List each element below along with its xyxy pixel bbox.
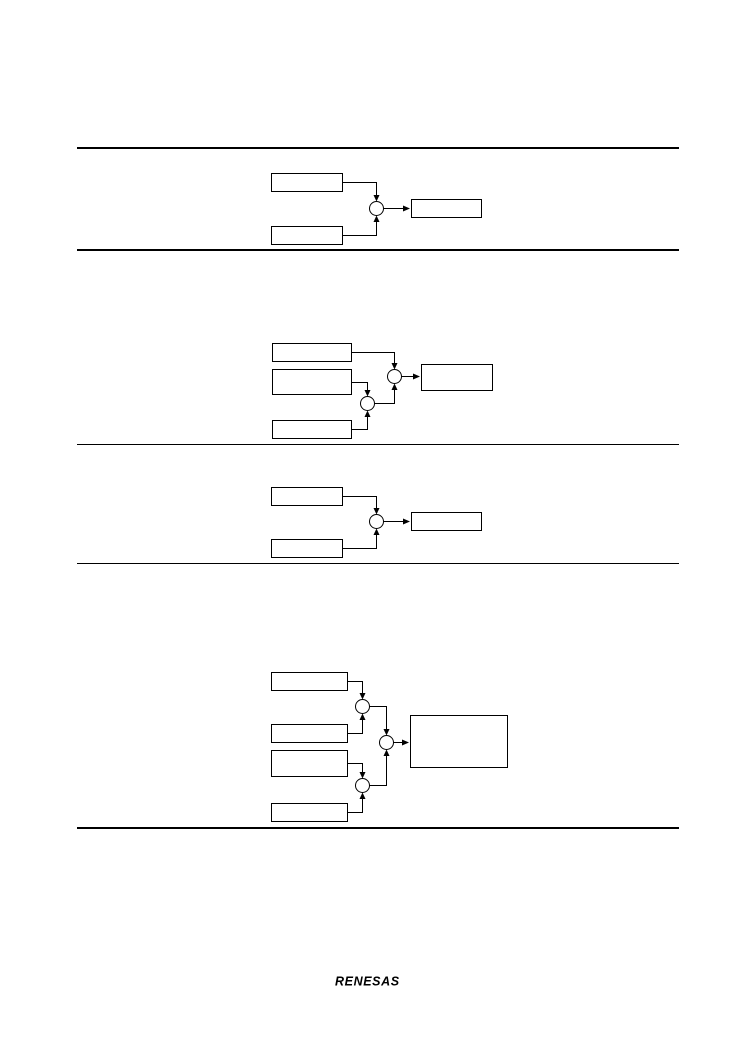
diagram-1-wire-b	[342, 221, 377, 236]
diagram-4-arrowhead-upper-to-middle	[383, 729, 390, 736]
diagram-3-junction-node	[369, 514, 384, 529]
diagram-2-output-box	[421, 364, 493, 391]
diagram-3-wire-a	[342, 496, 377, 509]
renesas-logo-text: RENESAS	[335, 975, 400, 989]
diagram-2-input-box-c	[272, 420, 352, 439]
diagram-2	[272, 343, 493, 439]
diagram-2-arrowhead-c	[364, 410, 371, 417]
diagram-1-junction-node	[369, 201, 384, 216]
diagram-2-wire-c	[351, 416, 368, 430]
diagram-4-arrowhead-c	[359, 772, 366, 779]
renesas-logo: RENESAS	[334, 973, 424, 989]
diagram-2-wire-b	[351, 382, 368, 391]
diagram-4-wire-a	[347, 681, 363, 694]
diagram-4-junction-node-lower	[355, 778, 370, 793]
diagram-1-input-box-a	[271, 173, 343, 192]
diagram-4-output-box	[410, 715, 508, 768]
diagram-4-wire-upper-to-middle	[369, 706, 387, 730]
diagram-4-wire-lower-to-middle	[369, 755, 387, 786]
diagram-1-input-box-b	[271, 226, 343, 245]
diagram-2-input-box-b	[272, 369, 352, 395]
diagram-2-wire-mid	[374, 389, 395, 404]
diagram-4-input-box-c	[271, 750, 348, 777]
diagram-1-wire-a	[342, 182, 377, 196]
diagram-2-junction-node-upper	[387, 369, 402, 384]
diagram-3-arrowhead-out	[403, 518, 410, 525]
diagram-2-arrowhead-mid	[391, 383, 398, 390]
diagram-4	[271, 672, 508, 822]
diagram-1-arrowhead-b	[373, 215, 380, 222]
diagram-4-wire-c	[347, 763, 363, 773]
diagram-3-input-box-b	[271, 539, 343, 558]
row-3-bottom-rule	[77, 563, 679, 564]
diagram-4-junction-node-upper	[355, 699, 370, 714]
diagram-2-wire-a	[351, 352, 395, 364]
diagram-2-arrowhead-a	[391, 363, 398, 370]
diagram-4-arrowhead-b	[359, 713, 366, 720]
diagram-1-arrowhead-a	[373, 195, 380, 202]
diagram-4-arrowhead-d	[359, 792, 366, 799]
diagram-2-input-box-a	[272, 343, 352, 362]
diagram-3-arrowhead-b	[373, 528, 380, 535]
diagram-1	[271, 173, 482, 245]
diagram-3-input-box-a	[271, 487, 343, 506]
diagram-4-wire-d	[347, 798, 363, 813]
diagram-4-arrowhead-a	[359, 693, 366, 700]
diagram-4-arrowhead-out	[402, 739, 409, 746]
diagram-1-output-box	[411, 199, 482, 218]
diagram-3-arrowhead-a	[373, 508, 380, 515]
table-top-rule	[77, 147, 679, 149]
table-bottom-rule	[77, 827, 679, 829]
diagram-3-output-box	[411, 512, 482, 531]
diagram-3-wire-b	[342, 534, 377, 549]
row-2-bottom-rule	[77, 444, 679, 445]
diagram-3	[271, 487, 482, 558]
diagram-4-input-box-d	[271, 803, 348, 822]
diagram-2-arrowhead-out	[413, 373, 420, 380]
row-1-bottom-rule	[77, 249, 679, 251]
diagram-4-input-box-b	[271, 724, 348, 743]
diagram-4-wire-b	[347, 719, 363, 734]
diagram-2-arrowhead-b	[364, 390, 371, 397]
diagram-4-arrowhead-lower-to-middle	[383, 749, 390, 756]
diagram-4-input-box-a	[271, 672, 348, 691]
diagram-2-junction-node-lower	[360, 396, 375, 411]
diagram-4-junction-node-middle	[379, 735, 394, 750]
diagram-1-arrowhead-out	[403, 205, 410, 212]
